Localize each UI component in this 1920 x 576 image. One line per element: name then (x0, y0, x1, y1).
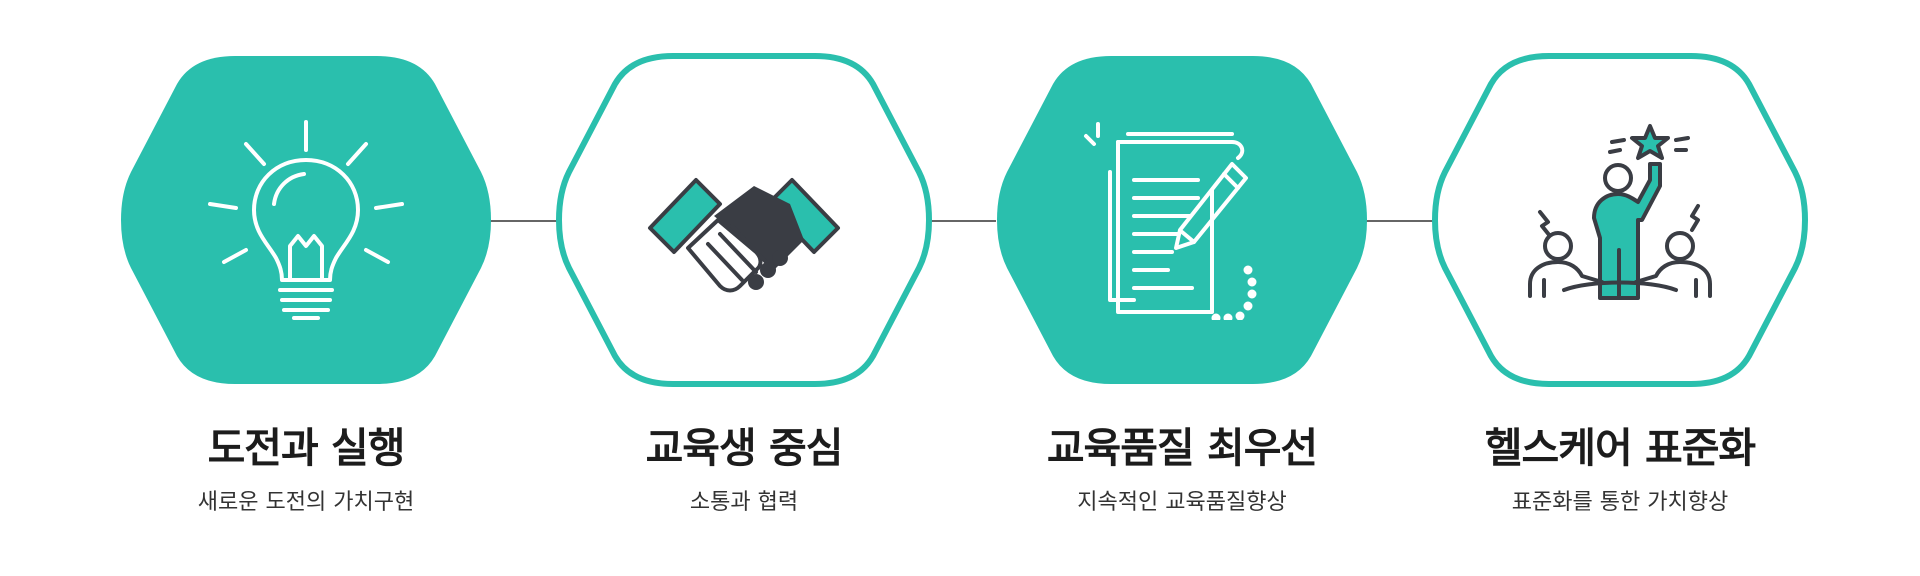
document-pencil-icon (1082, 120, 1282, 323)
lightbulb-icon (206, 120, 406, 320)
value-title: 교육품질 최우선 (1046, 424, 1318, 472)
value-title: 도전과 실행 (207, 424, 406, 472)
value-subtitle: 지속적인 교육품질향상 (1077, 490, 1287, 515)
hexagon-badge (1431, 52, 1809, 388)
connector-line (928, 220, 996, 222)
value-subtitle: 표준화를 통한 가치향상 (1511, 490, 1729, 515)
connector-line (1366, 220, 1434, 222)
hexagon-badge (993, 52, 1371, 388)
value-subtitle: 소통과 협력 (689, 490, 799, 515)
value-title: 헬스케어 표준화 (1484, 424, 1756, 472)
handshake-icon (644, 120, 844, 320)
connector-line (490, 220, 562, 222)
value-title: 교육생 중심 (645, 424, 844, 472)
team-leader-icon (1520, 120, 1720, 320)
value-subtitle: 새로운 도전의 가치구현 (197, 490, 415, 515)
hexagon-badge (117, 52, 495, 388)
hexagon-badge (555, 52, 933, 388)
